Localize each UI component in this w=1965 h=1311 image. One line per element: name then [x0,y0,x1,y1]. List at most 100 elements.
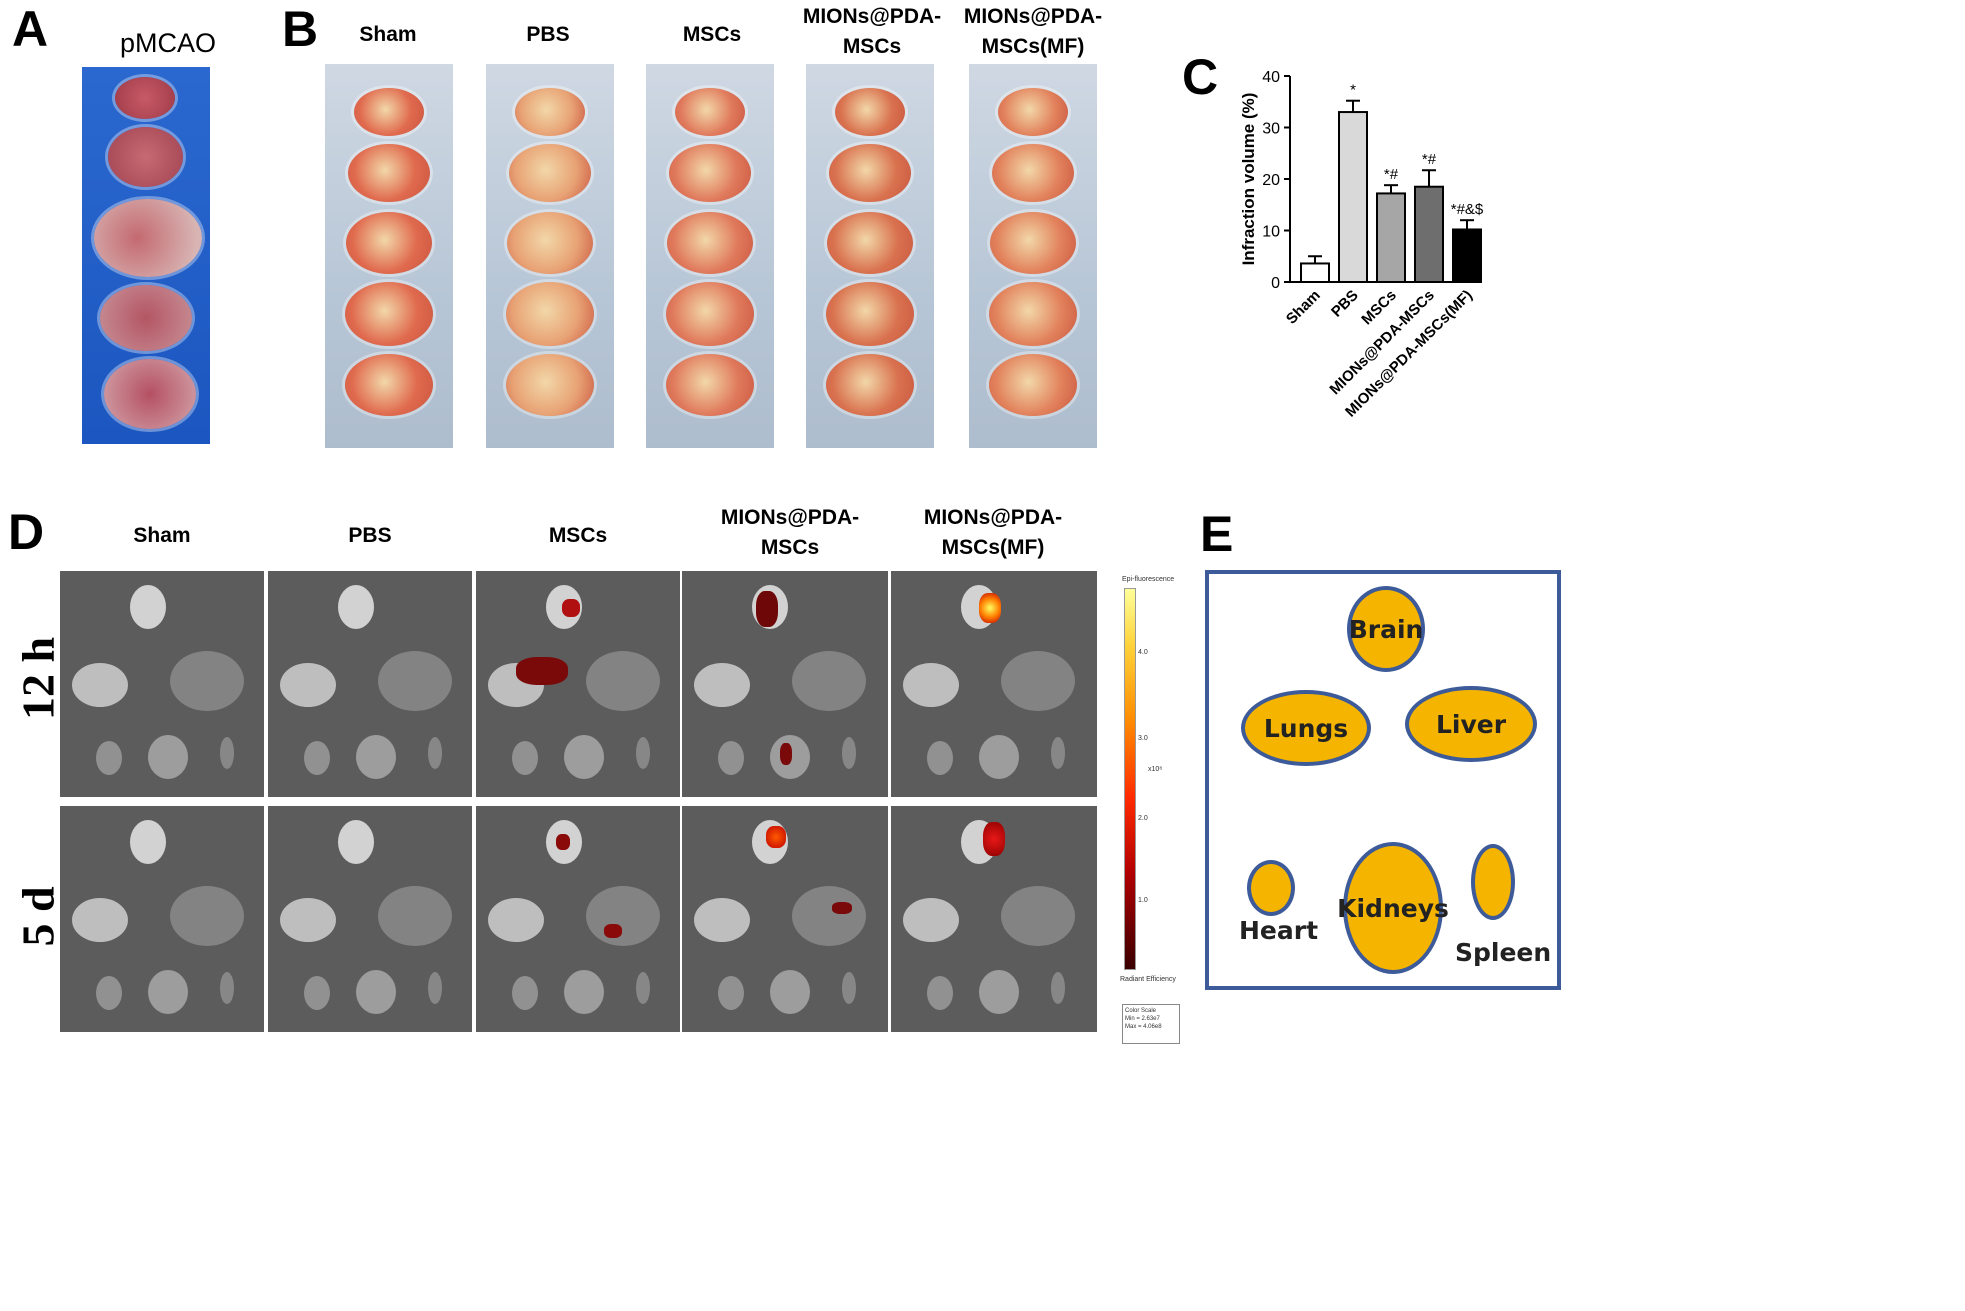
brain-slice [506,282,594,346]
organ-image [356,735,396,779]
brain-slice [835,88,905,136]
organ-image [130,585,166,629]
color-scale-box: Color Scale Min = 2.63e7 Max = 4.06e8 [1122,1004,1180,1044]
organ-image [170,651,244,711]
ivis-tile [891,571,1097,797]
organ-image [378,651,452,711]
organ-spleen-label: Spleen [1455,938,1552,967]
y-tick-label: 10 [1262,224,1280,241]
brain-slice [666,282,754,346]
organ-image [96,976,122,1010]
category-label: Sham [1283,287,1324,328]
organ-liver-label: Liver [1435,709,1507,739]
organ-image [586,886,660,946]
organ-image [130,820,166,864]
organ-image [512,976,538,1010]
organ-kidneys-label: Kidneys [1337,893,1449,923]
colorbar-footer: Radiant Efficiency [1120,976,1176,983]
y-tick-label: 20 [1262,172,1280,189]
color-scale-min: Min = 2.63e7 [1125,1016,1160,1022]
bar [1452,228,1482,283]
organ-image [96,741,122,775]
panel-b-letter: B [282,1,319,57]
organ-image [979,970,1019,1014]
organ-image [792,886,866,946]
category-label: PBS [1328,287,1362,321]
colorbar-exponent: x10⁸ [1148,766,1163,773]
organ-image [636,972,650,1004]
brain-slice [346,212,432,274]
bar [1300,262,1330,284]
organ-image [148,970,188,1014]
panel-d-group-label: MSCs [548,524,608,547]
panel-b-group-label: MIONs@PDA- MSCs(MF) [963,5,1103,58]
organ-image [694,898,750,942]
organ-image [1001,651,1075,711]
organ-image [564,735,604,779]
fluorescence-signal [516,657,568,685]
row-label-12h: 12 h [12,636,64,721]
brain-slice [990,212,1076,274]
organ-lungs: Lungs [1241,690,1371,766]
fluorescence-signal [562,599,580,617]
ivis-tile [891,806,1097,1032]
y-tick-label: 0 [1271,275,1280,292]
ivis-tile [60,806,264,1032]
panel-d-letter: D [8,504,45,560]
organ-image [842,737,856,769]
organ-image [586,651,660,711]
brain-slice [94,199,202,277]
colorbar [1124,588,1136,970]
ivis-tile [268,571,472,797]
organ-image [338,820,374,864]
panel-d-group-label: MIONs@PDA- MSCs [720,506,860,559]
brain-slice [506,354,594,416]
y-tick-label: 30 [1262,121,1280,138]
panel-b-photo [646,64,774,448]
brain-slice [826,354,914,416]
ivis-tile [682,806,888,1032]
ivis-tile [60,571,264,797]
panel-a-photo [82,67,210,444]
bar [1414,185,1444,283]
brain-slice [345,282,433,346]
organ-image [428,737,442,769]
organ-image [72,898,128,942]
brain-slice [998,88,1068,136]
organ-image [280,663,336,707]
organ-image [694,663,750,707]
organ-image [220,972,234,1004]
panel-b-photo [806,64,934,448]
brain-slice [989,354,1077,416]
organ-image [304,976,330,1010]
panel-b-group-label: PBS [526,23,570,46]
y-tick-label: 40 [1262,69,1280,86]
brain-slice [827,212,913,274]
organ-layout-box: Brain Lungs Liver Heart Kidneys Spleen [1205,570,1561,990]
fluorescence-signal [766,826,786,848]
panel-b-photo [486,64,614,448]
organ-image [170,886,244,946]
brain-slice [666,354,754,416]
brain-slice [826,282,914,346]
fluorescence-signal [756,591,778,627]
ivis-tile [268,806,472,1032]
organ-image [1001,886,1075,946]
organ-image [903,898,959,942]
y-axis-label: Infraction volume (%) [1239,93,1258,266]
panel-e-letter: E [1200,506,1234,562]
organ-brain: Brain [1347,586,1425,672]
organ-image [770,970,810,1014]
bar [1376,192,1406,283]
fluorescence-signal [979,593,1001,623]
panel-b-group-label: MSCs [682,23,742,46]
fluorescence-signal [983,822,1005,856]
significance-label: *# [1422,151,1437,168]
organ-image [378,886,452,946]
organ-lungs-label: Lungs [1263,713,1349,743]
colorbar-tick: 4.0 [1138,649,1148,656]
panel-b-group-label: Sham [359,23,417,46]
organ-image [718,741,744,775]
brain-slice [507,212,593,274]
